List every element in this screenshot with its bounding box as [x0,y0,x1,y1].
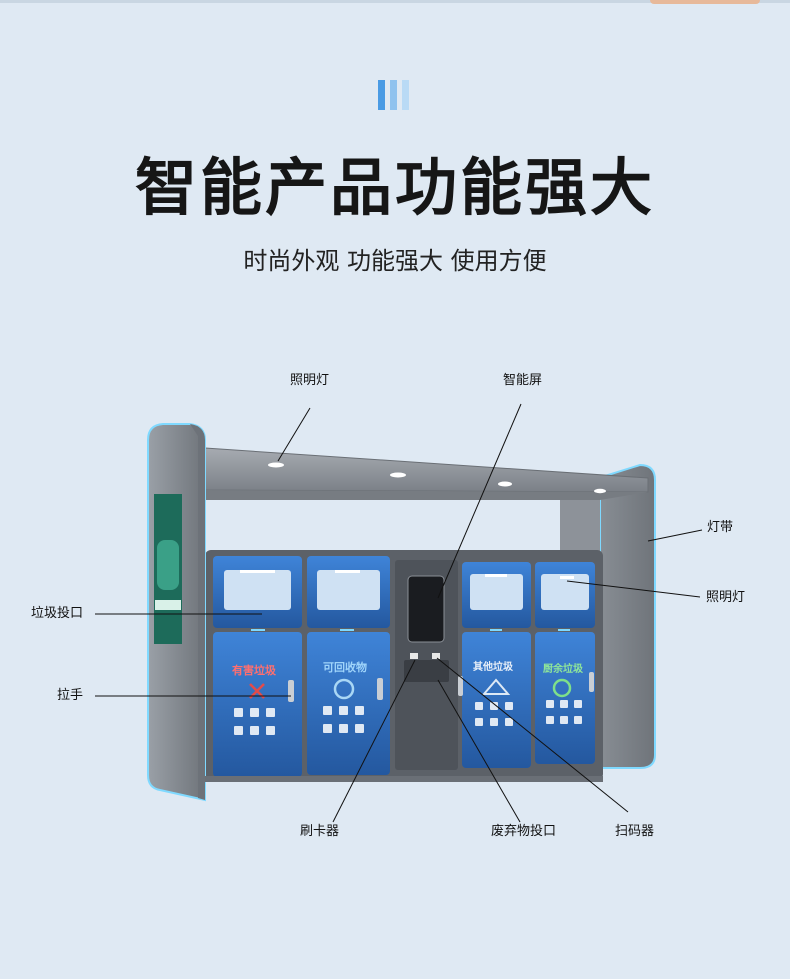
callout-smart-screen: 智能屏 [503,373,543,388]
page-title: 智能产品功能强大 [134,151,655,224]
callout-lighting-right: 照明灯 [706,590,746,605]
bin-other-label: 其他垃圾 [473,662,513,673]
bin-kitchen-label: 厨余垃圾 [543,664,583,675]
callout-card-reader: 刷卡器 [300,824,340,839]
callout-light-strip: 灯带 [707,520,734,535]
callout-waste-inlet: 废弃物投口 [491,824,557,839]
callout-lighting-top: 照明灯 [290,373,330,388]
bin-recyclable-label: 可回收物 [323,661,367,674]
section-bars-icon [378,80,414,110]
callout-scanner: 扫码器 [615,824,655,839]
top-divider [0,0,790,3]
bin-hazardous-label: 有害垃圾 [232,664,276,677]
top-decoration [650,0,760,4]
callout-handle: 拉手 [57,688,84,703]
page-subtitle: 时尚外观 功能强大 使用方便 [243,247,547,275]
callout-trash-inlet: 垃圾投口 [31,606,84,621]
